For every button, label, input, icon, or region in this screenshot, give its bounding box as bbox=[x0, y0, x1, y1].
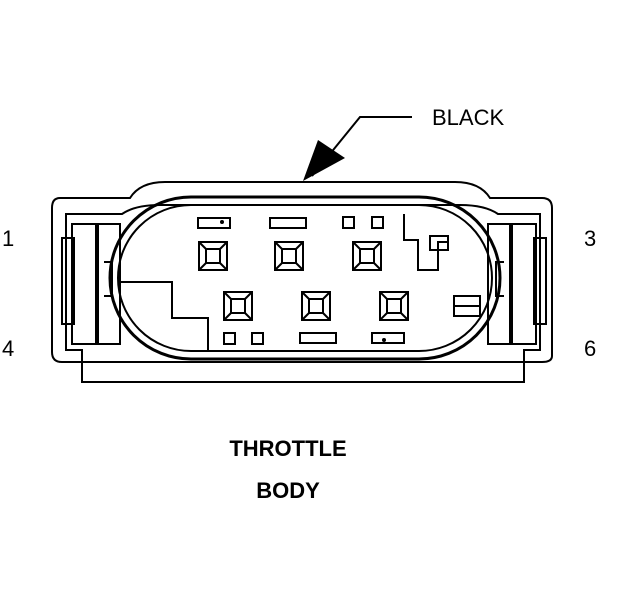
mating-face-inner-oval bbox=[117, 204, 493, 352]
terminal-pin-3 bbox=[352, 241, 382, 271]
right-latch-tab bbox=[533, 237, 547, 325]
right-latch bbox=[487, 223, 547, 345]
bottom-slot-1 bbox=[299, 332, 337, 344]
caption-line-1: THROTTLE bbox=[229, 436, 346, 461]
callout-arrowhead bbox=[303, 140, 345, 181]
left-latch-detent bbox=[104, 261, 113, 297]
left-latch-frame bbox=[71, 223, 99, 345]
top-hole-2 bbox=[371, 216, 384, 229]
housing-outer-outline bbox=[51, 181, 553, 383]
top-hole-1 bbox=[342, 216, 355, 229]
right-small-terminal bbox=[453, 295, 481, 317]
top-slot-2 bbox=[269, 217, 307, 229]
top-slot-1 bbox=[197, 217, 231, 229]
caption-line-2: BODY bbox=[256, 478, 320, 503]
right-key-wall bbox=[403, 214, 448, 271]
callout-label: BLACK bbox=[432, 105, 504, 130]
right-key-notch bbox=[429, 235, 449, 251]
pin-label-1: 1 bbox=[2, 226, 14, 251]
bottom-hole-2 bbox=[251, 332, 264, 345]
left-latch-channel bbox=[95, 223, 121, 345]
terminal-pin-6 bbox=[379, 291, 409, 321]
pin-label-6: 6 bbox=[584, 336, 596, 361]
bottom-slot-2-dot bbox=[382, 338, 386, 342]
terminal-pin-5 bbox=[301, 291, 331, 321]
left-latch bbox=[61, 223, 121, 345]
left-key-wall bbox=[120, 281, 209, 350]
left-latch-tab bbox=[61, 237, 75, 325]
housing-inner-outline bbox=[65, 204, 541, 363]
color-callout: BLACK bbox=[303, 105, 504, 181]
connector-housing bbox=[51, 181, 553, 383]
terminal-pin-4 bbox=[223, 291, 253, 321]
top-slot-1-dot bbox=[220, 220, 224, 224]
right-latch-frame bbox=[509, 223, 537, 345]
right-latch-detent bbox=[495, 261, 504, 297]
bottom-slot-2 bbox=[371, 332, 405, 344]
mating-face-outer-oval bbox=[108, 195, 502, 361]
pin-label-3: 3 bbox=[584, 226, 596, 251]
terminal-pin-2 bbox=[274, 241, 304, 271]
mating-face bbox=[108, 195, 502, 361]
right-latch-channel bbox=[487, 223, 513, 345]
pin-label-4: 4 bbox=[2, 336, 14, 361]
terminal-pin-1 bbox=[198, 241, 228, 271]
bottom-hole-1 bbox=[223, 332, 236, 345]
